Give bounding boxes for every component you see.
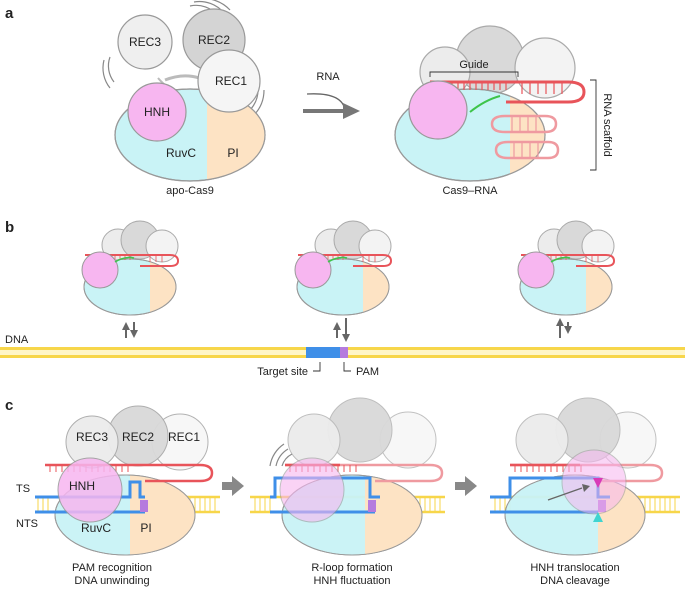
panel-a-letter: a (5, 5, 14, 22)
cas9-rna-small-2 (294, 220, 393, 316)
target-site-label: Target site (257, 366, 308, 378)
rec3-label: REC3 (76, 430, 108, 444)
pam-site (340, 347, 348, 358)
hnh-label: HNH (69, 479, 95, 493)
stage-2-caption-line-1: R-loop formation (311, 562, 392, 574)
pi-label: PI (140, 521, 151, 535)
apo-cas9-caption: apo-Cas9 (166, 185, 214, 197)
stage-arrow-2 (455, 476, 477, 496)
panel-c-letter: c (5, 397, 13, 414)
rec1-label: REC1 (168, 430, 200, 444)
rec2-label: REC2 (198, 33, 230, 47)
guide-bracket (429, 71, 519, 77)
rna-label: RNA (316, 71, 340, 83)
cas9-rna-small-3 (517, 220, 616, 316)
target-site (306, 347, 340, 358)
rec2-label: REC2 (122, 430, 154, 444)
guide-rna-bases (433, 82, 563, 94)
rec1-domain (514, 37, 576, 99)
rec1-label: REC1 (215, 74, 247, 88)
scaffold-bracket (590, 79, 597, 171)
hnh-label: HNH (144, 105, 170, 119)
stage-pam-recognition: REC3 REC2 REC1 HNH RuvC PI PAM recogniti… (35, 405, 220, 587)
cas9-rna-complex: Guide RNA scaffold Cas9–RNA (394, 25, 613, 197)
rna-binding-arrow: RNA (303, 71, 360, 119)
ruvc-label: RuvC (81, 521, 111, 535)
hnh-domain (127, 82, 187, 142)
rec1-domain (197, 49, 261, 113)
rec3-domain (117, 14, 173, 70)
panel-b-letter: b (5, 219, 14, 236)
hnh-domain (408, 80, 468, 140)
guide-rna (430, 80, 586, 104)
stage-r-loop-formation: R-loop formation HNH fluctuation (250, 397, 445, 587)
stage-3-caption-line-1: HNH translocation (530, 562, 619, 574)
apo-cas9: REC3 REC2 REC1 HNH RuvC PI apo-Cas9 (102, 0, 266, 197)
stage-arrow-1 (222, 476, 244, 496)
stage-hnh-translocation: HNH translocation DNA cleavage (490, 397, 680, 587)
cas9-rna-caption: Cas9–RNA (442, 185, 498, 197)
dna-strand: DNA Target site PAM (0, 334, 685, 378)
cas9-rna-small-1 (81, 220, 180, 316)
ts-label: TS (16, 483, 30, 495)
ruvc-label: RuvC (166, 146, 196, 160)
nts-label: NTS (16, 518, 38, 530)
binding-arrows (122, 318, 572, 342)
stage-2-caption-line-2: HNH fluctuation (313, 575, 390, 587)
pi-label: PI (227, 146, 238, 160)
rec3-label: REC3 (129, 35, 161, 49)
dna-label: DNA (5, 334, 29, 346)
guide-label: Guide (459, 59, 488, 71)
pam-label: PAM (356, 366, 379, 378)
rna-scaffold-label: RNA scaffold (601, 93, 613, 156)
stage-1-caption-line-2: DNA unwinding (74, 575, 149, 587)
stage-1-caption-line-1: PAM recognition (72, 562, 152, 574)
stage-3-caption-line-2: DNA cleavage (540, 575, 610, 587)
